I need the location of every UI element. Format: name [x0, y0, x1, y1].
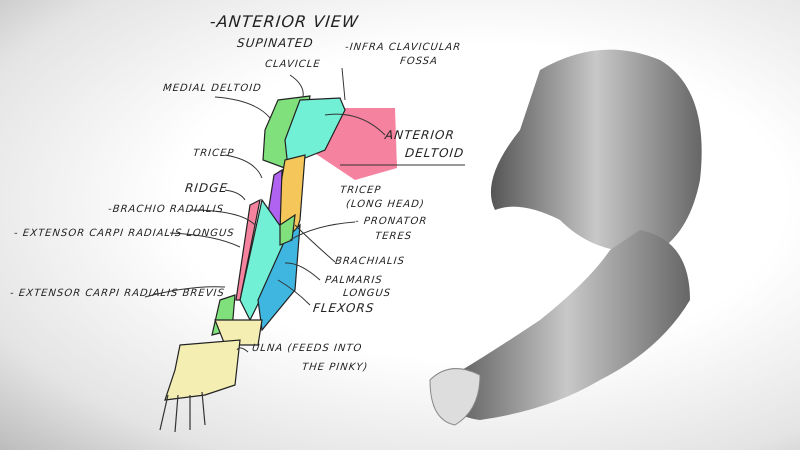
label-pronator-1: - Pronator: [354, 216, 428, 227]
fingers-sketch: [159, 391, 206, 433]
label-palmaris-2: Longus: [342, 288, 392, 299]
label-fossa: Fossa: [399, 56, 439, 67]
label-clavicle: Clavicle: [264, 59, 322, 70]
label-anterior-deltoid-2: deltoid: [404, 146, 465, 160]
label-infra-clavicular: -Infra clavicular: [344, 42, 462, 53]
label-ulna-1: Ulna (Feeds into: [251, 343, 363, 354]
leader-lines: [144, 67, 465, 353]
title-label: -Anterior View: [209, 12, 360, 31]
label-tricep-long-2: (Long Head): [345, 199, 426, 210]
label-flexors: Flexors: [312, 301, 376, 315]
clavicular-shape: [284, 97, 346, 170]
colored-arm-diagram: [159, 95, 397, 433]
label-ridge: Ridge: [184, 181, 229, 195]
subtitle-label: Supinated: [236, 36, 315, 50]
label-medial-deltoid: Medial deltoid: [162, 83, 263, 94]
label-tricep-long-1: Tricep: [339, 185, 382, 196]
wrist-tendons: [214, 319, 263, 346]
label-pronator-2: Teres: [374, 231, 413, 242]
grey-shaded-arm: [429, 49, 702, 426]
pink-strip: [235, 198, 261, 301]
forearm-grey-shape: [444, 230, 690, 420]
label-ecr-longus: - Extensor carpi radialis longus: [13, 228, 236, 239]
hand-shape: [164, 339, 241, 401]
label-brachialis: Brachialis: [334, 256, 406, 267]
label-ecr-brevis: - Extensor carpi radialis Brevis: [9, 288, 226, 299]
fist-sketch: [429, 368, 481, 426]
label-brachio-radialis: -Brachio radialis: [107, 204, 225, 215]
label-tricep: Tricep: [192, 148, 235, 159]
chest-shoulder-shape: [490, 49, 702, 252]
label-ulna-2: the pinky): [301, 362, 369, 373]
label-anterior-deltoid-1: Anterior: [384, 128, 456, 142]
pronator-green: [279, 213, 296, 246]
label-palmaris-1: Palmaris: [324, 275, 384, 286]
